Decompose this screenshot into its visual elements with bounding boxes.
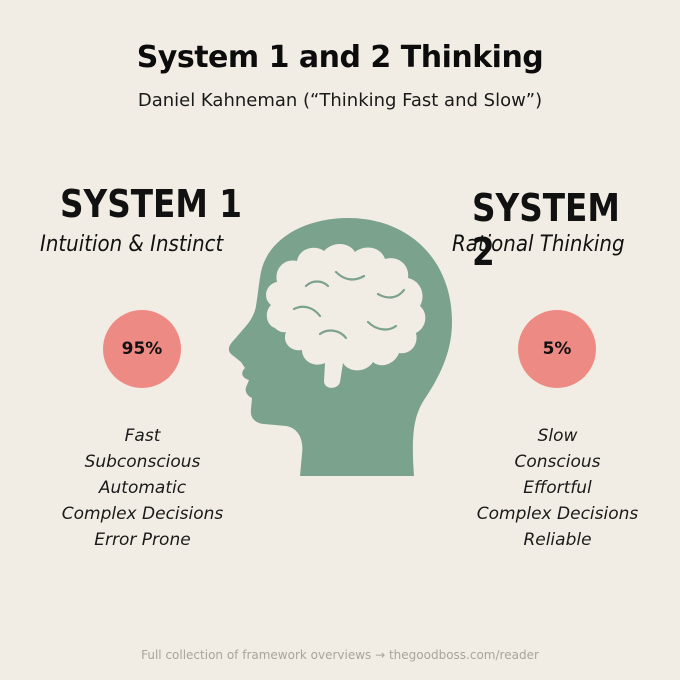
footer-link-text: Full collection of framework overviews →…: [141, 648, 539, 662]
page-title: System 1 and 2 Thinking: [136, 40, 544, 75]
system1-trait: Automatic: [98, 478, 187, 498]
system1-percent-badge: 95%: [103, 310, 181, 388]
system1-trait-list: Fast Subconscious Automatic Complex Deci…: [40, 423, 245, 553]
system1-trait: Complex Decisions: [61, 504, 224, 524]
head-with-brain-icon: [228, 218, 452, 476]
system2-subheading: Rational Thinking: [452, 232, 625, 257]
system2-trait: Complex Decisions: [476, 504, 639, 524]
system1-heading: SYSTEM 1: [60, 182, 242, 226]
system2-heading: SYSTEM 2: [472, 186, 620, 274]
brain-shape: [266, 243, 426, 388]
system2-trait: Reliable: [523, 530, 592, 550]
system1-trait: Error Prone: [94, 530, 191, 550]
page-subtitle: Daniel Kahneman (“Thinking Fast and Slow…: [137, 90, 543, 111]
system2-trait: Slow: [537, 426, 578, 446]
system2-trait: Effortful: [523, 478, 592, 498]
system2-trait-list: Slow Conscious Effortful Complex Decisio…: [455, 423, 660, 553]
system2-percent-badge: 5%: [518, 310, 596, 388]
system1-percent-label: 95%: [121, 339, 163, 359]
brain-fold-lines: [292, 270, 406, 340]
system1-trait: Fast: [124, 426, 161, 446]
system2-trait: Conscious: [514, 452, 601, 472]
system2-percent-label: 5%: [542, 339, 572, 359]
system1-subheading: Intuition & Instinct: [40, 232, 224, 257]
system1-trait: Subconscious: [84, 452, 201, 472]
